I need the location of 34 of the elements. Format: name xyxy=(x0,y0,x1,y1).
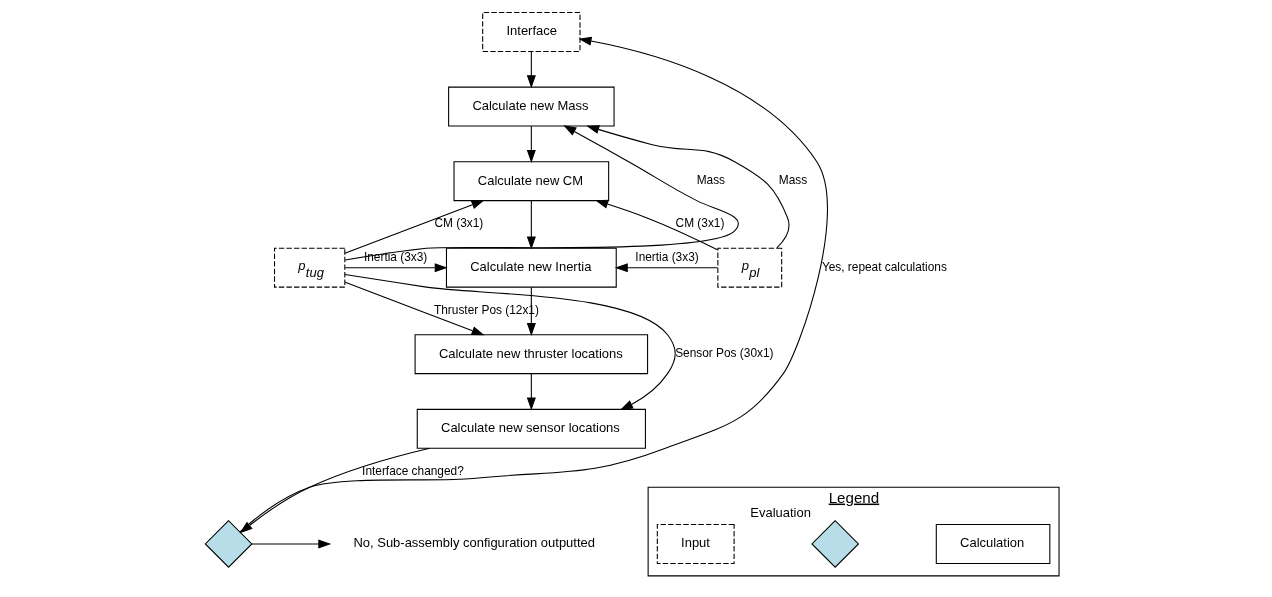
edge-label: Inertia (3x3) xyxy=(634,249,699,264)
arrow xyxy=(343,273,676,411)
edge-label: Yes, repeat calculations xyxy=(821,259,947,274)
node-box: Interface xyxy=(481,11,581,52)
arrow xyxy=(526,373,536,411)
node-diamond xyxy=(810,519,859,568)
arrow xyxy=(585,125,790,249)
node-box: Calculate new CM xyxy=(453,161,609,202)
arrow xyxy=(594,199,718,251)
node-box: Calculate new Inertia xyxy=(445,247,617,288)
edge-label: Interface changed? xyxy=(361,464,464,479)
arrow xyxy=(526,125,536,163)
edge-label: CM (3x1) xyxy=(433,216,483,231)
arrow xyxy=(251,539,331,549)
node-label: Evaluation xyxy=(749,505,811,521)
arrow xyxy=(344,125,739,261)
arrow xyxy=(526,51,536,89)
node-box: Input xyxy=(656,523,735,564)
node-box: Calculation xyxy=(935,523,1050,564)
arrow xyxy=(526,286,536,337)
edge-label: Mass xyxy=(778,173,807,188)
arrow xyxy=(344,281,485,336)
edge-label: Inertia (3x3) xyxy=(363,249,427,264)
arrow xyxy=(344,263,448,273)
node-text: No, Sub-assembly configuration outputted xyxy=(352,535,595,551)
edge-label: Mass xyxy=(696,173,725,188)
arrow xyxy=(614,263,718,273)
node-box: Calculate new sensor locations xyxy=(416,408,646,449)
edge-label: Sensor Pos (30x1) xyxy=(674,346,774,361)
node-box: Calculate new Mass xyxy=(447,86,615,127)
arrow xyxy=(343,200,484,254)
edge-label: CM (3x1) xyxy=(675,216,724,231)
node-box: Calculate new thruster locations xyxy=(414,334,648,375)
arrow xyxy=(526,200,536,250)
